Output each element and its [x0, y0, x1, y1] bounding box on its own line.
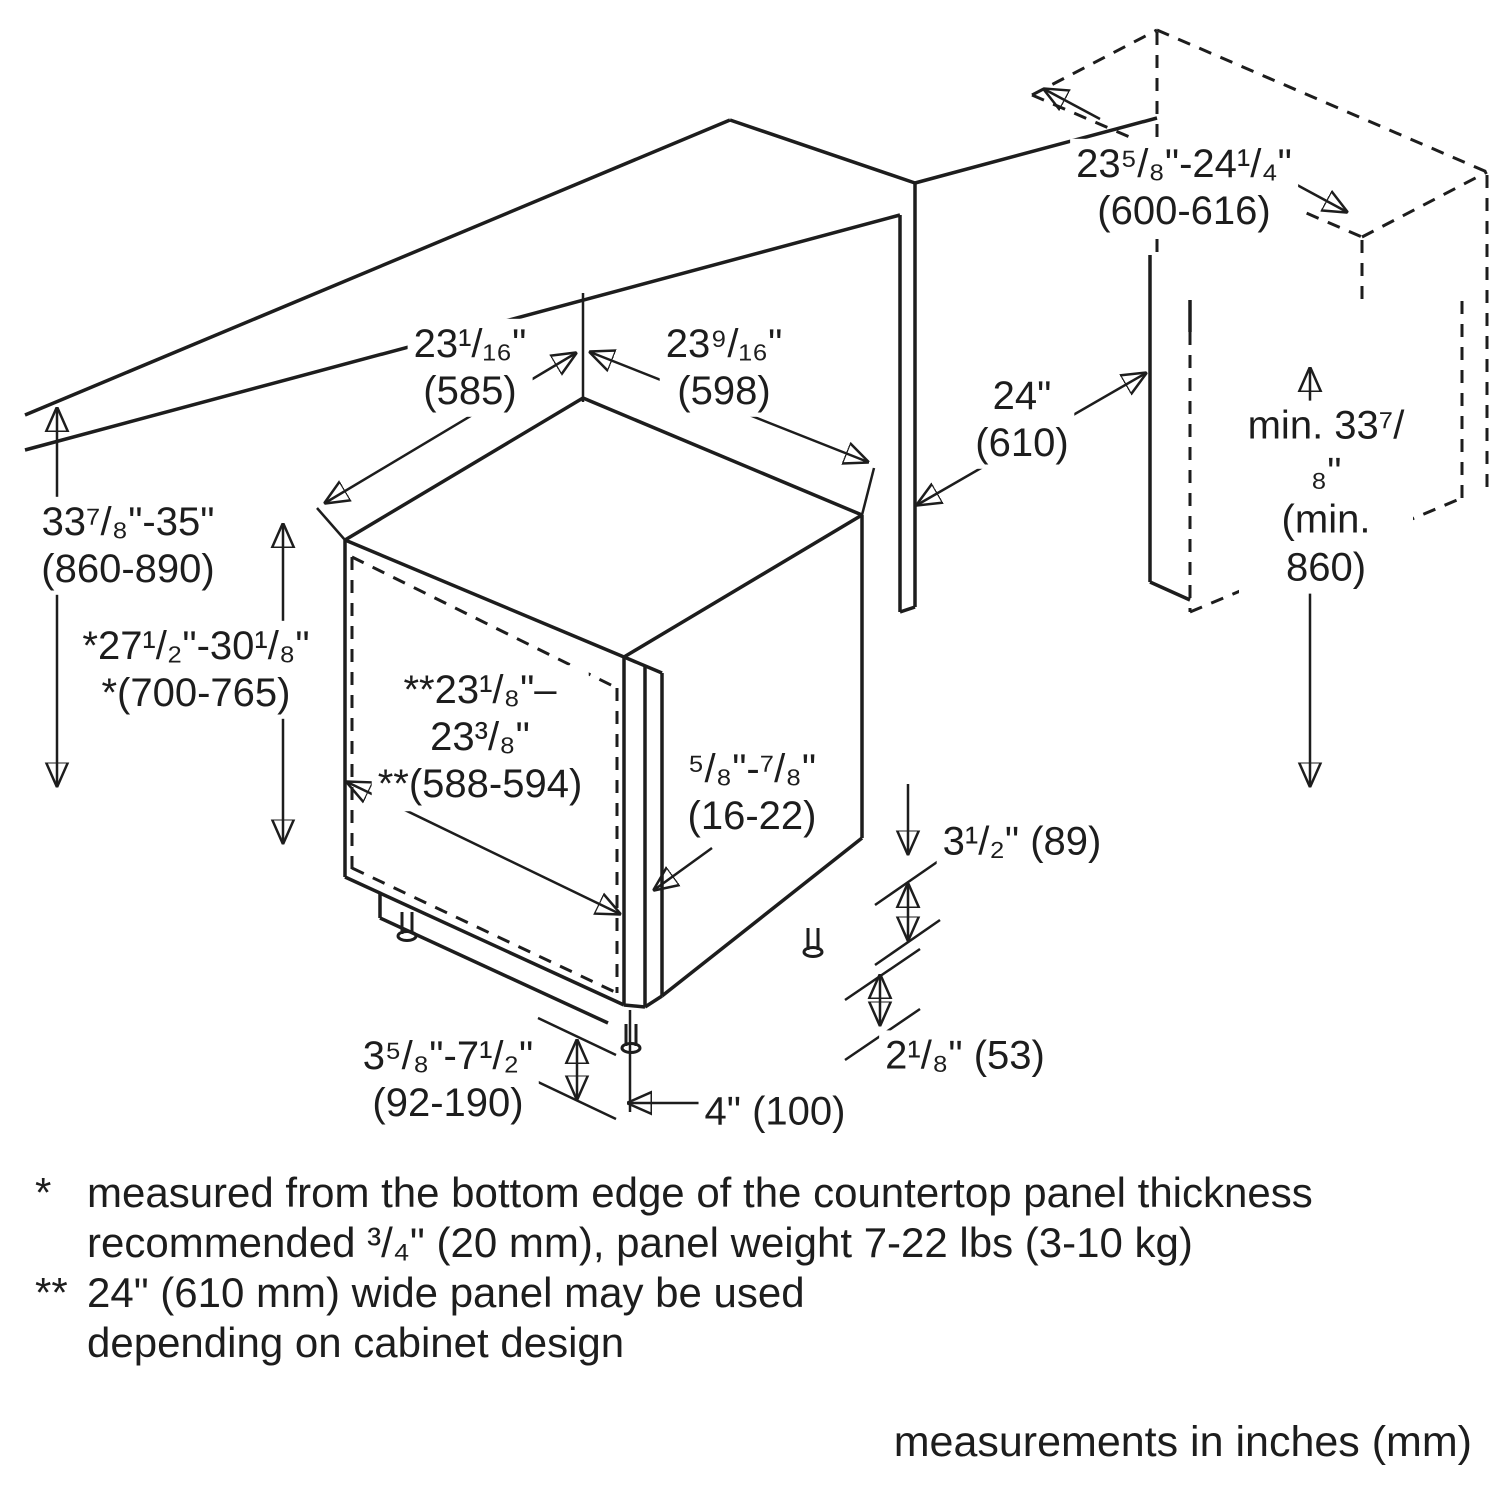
units-note: measurements in inches (mm) [893, 1418, 1472, 1466]
dim-label-cabinet-depth: 23⁵/₈"-24¹/₄" (600-616) [1070, 138, 1298, 238]
footnote-1-text: measured from the bottom edge of the cou… [87, 1169, 1313, 1267]
dim-label-panel-thickness: ⁵/₈"-⁷/₈" (16-22) [681, 743, 823, 843]
dim-label-adjust-range: 3⁵/₈"-7¹/₂" (92-190) [356, 1030, 540, 1130]
dim-label-kick-height: 3¹/₂" (89) [936, 816, 1108, 868]
footnote-1: * measured from the bottom edge of the c… [35, 1168, 1465, 1269]
footnote-2: ** 24" (610 mm) wide panel may be used d… [35, 1268, 1465, 1369]
dim-label-side-offset: 2¹/₈" (53) [879, 1030, 1051, 1082]
dim-label-panel-width: **23¹/₈"– 23³/₈" **(588-594) [371, 665, 589, 811]
dim-label-counter-height: 33⁷/₈"-35" (860-890) [35, 496, 221, 596]
dim-label-niche-width: 24" (610) [969, 370, 1075, 470]
dim-label-min-height: min. 33⁷/₈" (min. 860) [1239, 400, 1413, 594]
dim-label-base-height: 4" (100) [698, 1086, 852, 1138]
dim-label-panel-height: *27¹/₂"-30¹/₈" *(700-765) [76, 620, 316, 720]
footnote-2-marker: ** [35, 1269, 68, 1316]
footnote-1-marker: * [35, 1169, 52, 1216]
dim-label-top-width: 23¹/₁₆" (585) [407, 318, 533, 418]
footnote-2-text: 24" (610 mm) wide panel may be used depe… [87, 1269, 805, 1367]
adjacent-cabinet-dashed-outline [1031, 28, 1489, 614]
dim-label-top-depth: 23⁹/₁₆" (598) [659, 318, 789, 418]
